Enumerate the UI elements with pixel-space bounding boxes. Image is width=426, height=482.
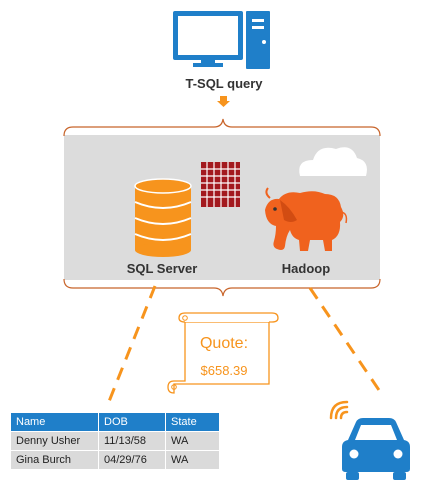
hadoop-label: Hadoop [282,261,330,276]
hadoop-elephant-icon [265,187,348,251]
table-cell: 11/13/58 [98,431,166,451]
table-row: Gina Burch 04/29/76 WA [10,450,220,470]
dashed-connector-sql [106,285,157,405]
query-label: T-SQL query [185,76,263,91]
table-row: Denny Usher 11/13/58 WA [10,431,220,451]
sql-server-label: SQL Server [127,261,198,276]
database-icon [134,178,192,257]
top-brace [63,118,381,137]
table-cell: Denny Usher [10,431,99,451]
dashed-connector-hadoop [308,287,385,397]
bottom-brace [63,278,381,297]
cloud-icon [299,147,367,176]
table-cell: WA [165,431,220,451]
quote-scroll [167,312,279,394]
table-header-cell: Name [10,412,99,432]
table-header-cell: State [165,412,220,432]
table-cell: 04/29/76 [98,450,166,470]
table-cell: Gina Burch [10,450,99,470]
car-icon [342,418,410,480]
table-header-row: Name DOB State [10,412,220,432]
table-header-cell: DOB [98,412,166,432]
grid-table-icon [201,162,240,207]
quote-amount: $658.39 [201,363,248,378]
computer-icon [173,11,270,69]
table-cell: WA [165,450,220,470]
down-arrow-icon [217,96,230,107]
quote-title: Quote: [200,335,248,352]
customer-table: Name DOB State Denny Usher 11/13/58 WA G… [10,412,220,470]
wireless-signal-icon [329,400,349,420]
